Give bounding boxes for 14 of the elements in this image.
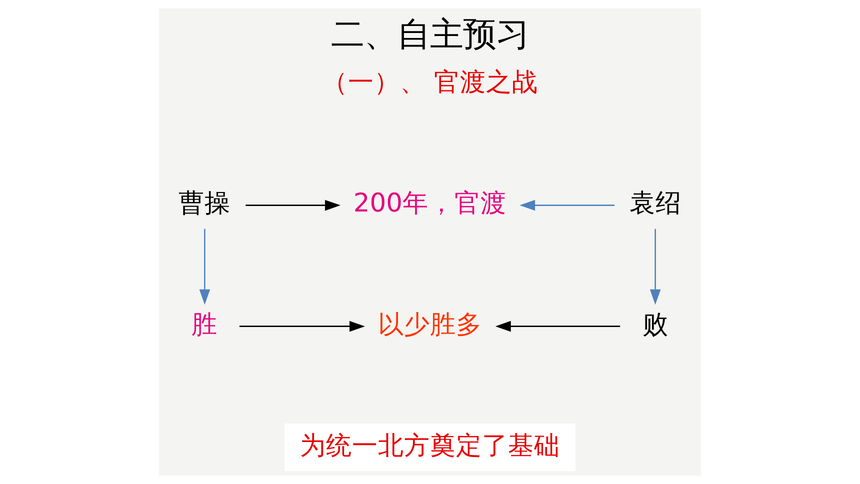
node-text: 胜 (192, 310, 218, 340)
label: （一）、 官渡之战 (322, 68, 538, 98)
arrow (520, 200, 615, 211)
arrow (239, 320, 365, 332)
node-text: 袁绍 (629, 188, 682, 219)
node-text: 曹操 (178, 188, 231, 219)
arrow (199, 228, 210, 305)
arrow (650, 228, 661, 305)
arrow (495, 320, 620, 332)
arrow (246, 200, 340, 211)
node-text: 以少胜多 (378, 310, 482, 340)
diagram-title: 二、自主预习 (331, 14, 529, 54)
node-text: 败 (642, 310, 668, 340)
node-text: 200年，官渡 (353, 188, 507, 219)
